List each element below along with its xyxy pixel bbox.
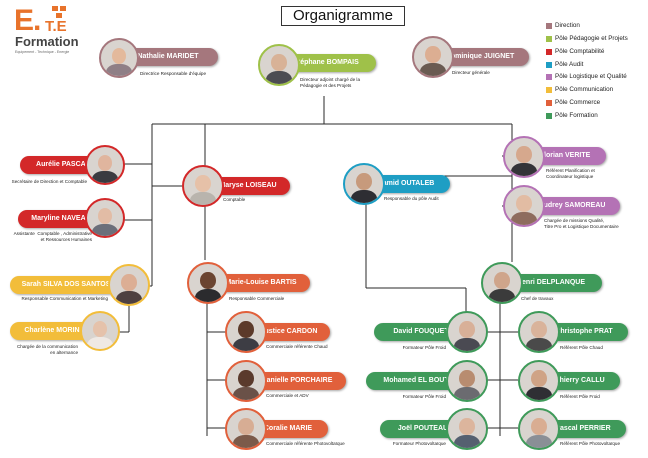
person-name-pill: Pascal PERRIER bbox=[540, 420, 626, 438]
person-role: Commerciale et ADV bbox=[266, 393, 309, 398]
logo-letter-e: E bbox=[14, 4, 35, 37]
person-photo-icon bbox=[481, 262, 523, 304]
person-role: Référent Pôle Chaud bbox=[560, 345, 603, 350]
person-name-pill: Sarah SILVA DOS SANTOS bbox=[10, 276, 122, 294]
person-role: Formateur Pôle Froid bbox=[402, 394, 446, 399]
company-logo: E . T.E Formation Equipement - Technique… bbox=[14, 4, 86, 60]
person-name-pill: Coralie MARIE bbox=[248, 420, 328, 438]
legend-item-formation: Pôle Formation bbox=[546, 112, 598, 120]
person-photo-icon bbox=[85, 198, 125, 238]
legend-swatch bbox=[546, 87, 552, 93]
person-role: Assistante Comptable , Administrative et… bbox=[13, 231, 92, 242]
person-name-pill: Aurélie PASCAL bbox=[20, 156, 106, 174]
logo-dot: . bbox=[33, 4, 42, 37]
legend-swatch bbox=[546, 113, 552, 119]
person-photo-icon bbox=[412, 36, 454, 78]
logo-squares-icon bbox=[52, 6, 72, 20]
legend-item-pedagogie: Pôle Pédagogie et Projets bbox=[546, 35, 628, 43]
person-name-pill: Henri DELPLANQUE bbox=[500, 274, 602, 292]
legend-item-audit: Pôle Audit bbox=[546, 61, 584, 69]
person-photo-icon bbox=[446, 311, 488, 353]
person-photo-icon bbox=[85, 145, 125, 185]
legend-swatch bbox=[546, 62, 552, 68]
person-photo-icon bbox=[518, 408, 560, 450]
person-role: Formateur Pôle Froid bbox=[402, 345, 446, 350]
legend-label: Pôle Communication bbox=[555, 86, 614, 93]
person-role: Responsable Communication et Marketing bbox=[21, 296, 108, 301]
person-name-pill: David FOUQUET bbox=[374, 323, 468, 341]
legend-label: Pôle Pédagogie et Projets bbox=[555, 35, 628, 42]
person-role: Référent Pôle Froid bbox=[560, 394, 600, 399]
person-photo-icon bbox=[343, 163, 385, 205]
person-photo-icon bbox=[258, 44, 300, 86]
person-name-pill: Dominique JUIGNET bbox=[431, 48, 529, 66]
legend-swatch bbox=[546, 23, 552, 29]
person-photo-icon bbox=[187, 262, 229, 304]
person-photo-icon bbox=[518, 311, 560, 353]
legend-item-communication: Pôle Communication bbox=[546, 86, 614, 94]
legend-label: Pôle Audit bbox=[555, 61, 584, 68]
logo-tagline: Equipement - Technique - Energie bbox=[15, 50, 70, 54]
person-role: Directeur adjoint chargé de la Pédagogie… bbox=[300, 77, 361, 88]
person-name-pill: Justice CARDON bbox=[248, 323, 330, 341]
person-role: Chargée de la communication en alternanc… bbox=[16, 344, 78, 355]
person-role: Formateur Photovoltaïque bbox=[392, 441, 446, 446]
person-photo-icon bbox=[225, 311, 267, 353]
person-photo-icon bbox=[503, 185, 545, 227]
person-name-pill: Stéphane BOMPAIS bbox=[276, 54, 376, 72]
person-role: Directrice Responsable d'équipe bbox=[140, 71, 206, 76]
legend-item-direction: Direction bbox=[546, 22, 580, 30]
page-title: Organigramme bbox=[281, 6, 405, 26]
legend-item-logistique: Pôle Logistique et Qualité bbox=[546, 73, 627, 81]
person-name-pill: Thierry CALLU bbox=[540, 372, 620, 390]
person-role: Comptable bbox=[223, 197, 246, 202]
person-role: Responsable Commerciale bbox=[229, 296, 285, 301]
person-role: Secrétaire de Direction et Comptable bbox=[11, 179, 87, 184]
legend-swatch bbox=[546, 74, 552, 80]
legend-item-commerce: Pôle Commerce bbox=[546, 99, 601, 107]
person-name-pill: Christophe PRAT bbox=[540, 323, 628, 341]
legend-label: Pôle Comptabilité bbox=[555, 48, 605, 55]
person-name-pill: Maryse LOISEAU bbox=[206, 177, 290, 195]
person-photo-icon bbox=[225, 360, 267, 402]
person-name-pill: Joël POUTEAU bbox=[380, 420, 466, 438]
person-name-pill: Maryline NAVEAU bbox=[18, 210, 104, 228]
person-name-pill: Marie-Louise BARTIS bbox=[212, 274, 310, 292]
legend-label: Pôle Logistique et Qualité bbox=[555, 73, 627, 80]
person-photo-icon bbox=[503, 136, 545, 178]
person-role: Commerciale référente Photovoltaïque bbox=[266, 441, 345, 446]
person-role: Responsable du pôle Audit bbox=[384, 196, 439, 201]
legend-swatch bbox=[546, 100, 552, 106]
person-role: Référent Planification et Coordinateur l… bbox=[546, 168, 595, 179]
legend-swatch bbox=[546, 36, 552, 42]
person-name-pill: Danielle PORCHAIRE bbox=[248, 372, 346, 390]
person-role: Commerciale référente Chaud bbox=[266, 344, 328, 349]
person-role: Chargée de missions Qualité, Titre Pro e… bbox=[544, 218, 619, 229]
person-photo-icon bbox=[518, 360, 560, 402]
person-photo-icon bbox=[182, 165, 224, 207]
person-role: Directeur générale bbox=[452, 70, 490, 75]
person-photo-icon bbox=[446, 408, 488, 450]
legend-item-comptabilite: Pôle Comptabilité bbox=[546, 48, 605, 56]
logo-letters-te: T.E bbox=[45, 18, 67, 35]
person-name-pill: Audrey SAMOREAU bbox=[524, 197, 620, 215]
person-photo-icon bbox=[108, 264, 150, 306]
person-photo-icon bbox=[225, 408, 267, 450]
person-photo-icon bbox=[80, 311, 120, 351]
legend-label: Pôle Commerce bbox=[555, 99, 601, 106]
person-photo-icon bbox=[99, 38, 139, 78]
legend-label: Pôle Formation bbox=[555, 112, 598, 119]
person-name-pill: Mohamed EL BOUTI bbox=[366, 372, 468, 390]
logo-name: Formation bbox=[15, 34, 79, 49]
legend-swatch bbox=[546, 49, 552, 55]
person-name-pill: Nathalie MARIDET bbox=[118, 48, 218, 66]
person-role: Chef de travaux bbox=[521, 296, 554, 301]
person-role: Référent Pôle Photovoltaïque bbox=[560, 441, 621, 446]
person-photo-icon bbox=[446, 360, 488, 402]
legend-label: Direction bbox=[555, 22, 580, 29]
person-name-pill: Charlène MORIN bbox=[10, 322, 94, 340]
